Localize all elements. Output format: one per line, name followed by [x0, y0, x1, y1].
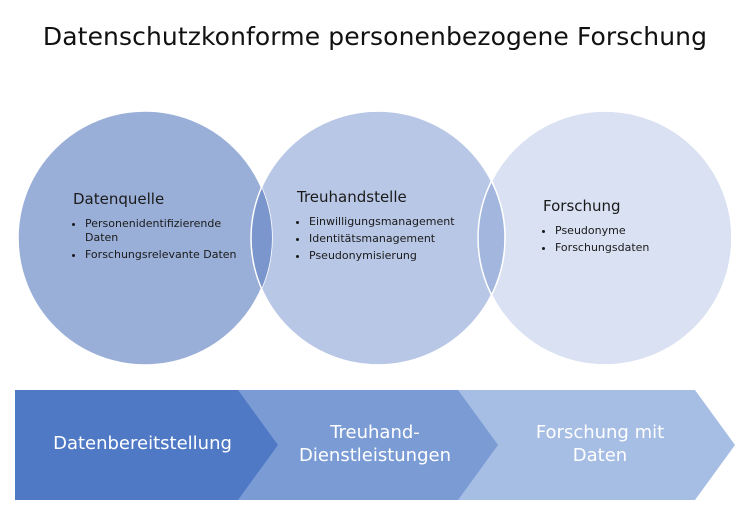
- list-item: Personenidentifizierende Daten: [85, 217, 248, 245]
- diagram-title: Datenschutzkonforme personenbezogene For…: [42, 22, 708, 51]
- list-item: Pseudonyme: [555, 224, 693, 238]
- treuhandstelle-heading: Treuhandstelle: [297, 188, 407, 206]
- step-datenbereitstellung-chevron: [15, 390, 278, 500]
- list-item: Pseudonymisierung: [309, 249, 462, 263]
- circle-treuhandstelle-outline: [250, 110, 506, 366]
- step-treuhand-label: Treuhand- Dienstleistungen: [280, 421, 470, 467]
- list-item: Forschungsrelevante Daten: [85, 248, 248, 262]
- step-label-line: Forschung mit: [535, 422, 665, 443]
- step-forschung-label: Forschung mit Daten: [505, 421, 695, 467]
- forschung-heading: Forschung: [543, 197, 621, 215]
- step-label-line: Dienstleistungen: [298, 445, 451, 466]
- treuhandstelle-list: Einwilligungsmanagement Identitätsmanage…: [297, 215, 462, 263]
- list-item: Forschungsdaten: [555, 241, 693, 255]
- step-label-line: Treuhand-: [330, 422, 420, 443]
- list-item: Identitätsmanagement: [309, 232, 462, 246]
- step-label-line: Daten: [572, 445, 628, 466]
- datenquelle-text: Datenquelle Personenidentifizierende Dat…: [73, 190, 248, 265]
- step-datenbereitstellung-label: Datenbereitstellung: [35, 432, 250, 455]
- treuhandstelle-text: Treuhandstelle Einwilligungsmanagement I…: [297, 188, 462, 266]
- datenquelle-list: Personenidentifizierende Daten Forschung…: [73, 217, 248, 262]
- step-treuhand-chevron: [235, 390, 498, 500]
- step-forschung-chevron: [455, 390, 735, 500]
- forschung-list: Pseudonyme Forschungsdaten: [543, 224, 693, 255]
- list-item: Einwilligungsmanagement: [309, 215, 462, 229]
- circle-forschung-outline: [477, 110, 733, 366]
- datenquelle-heading: Datenquelle: [73, 190, 165, 208]
- forschung-text: Forschung Pseudonyme Forschungsdaten: [543, 197, 693, 258]
- venn-diagram: [17, 110, 733, 366]
- step-label-line: Datenbereitstellung: [53, 433, 232, 454]
